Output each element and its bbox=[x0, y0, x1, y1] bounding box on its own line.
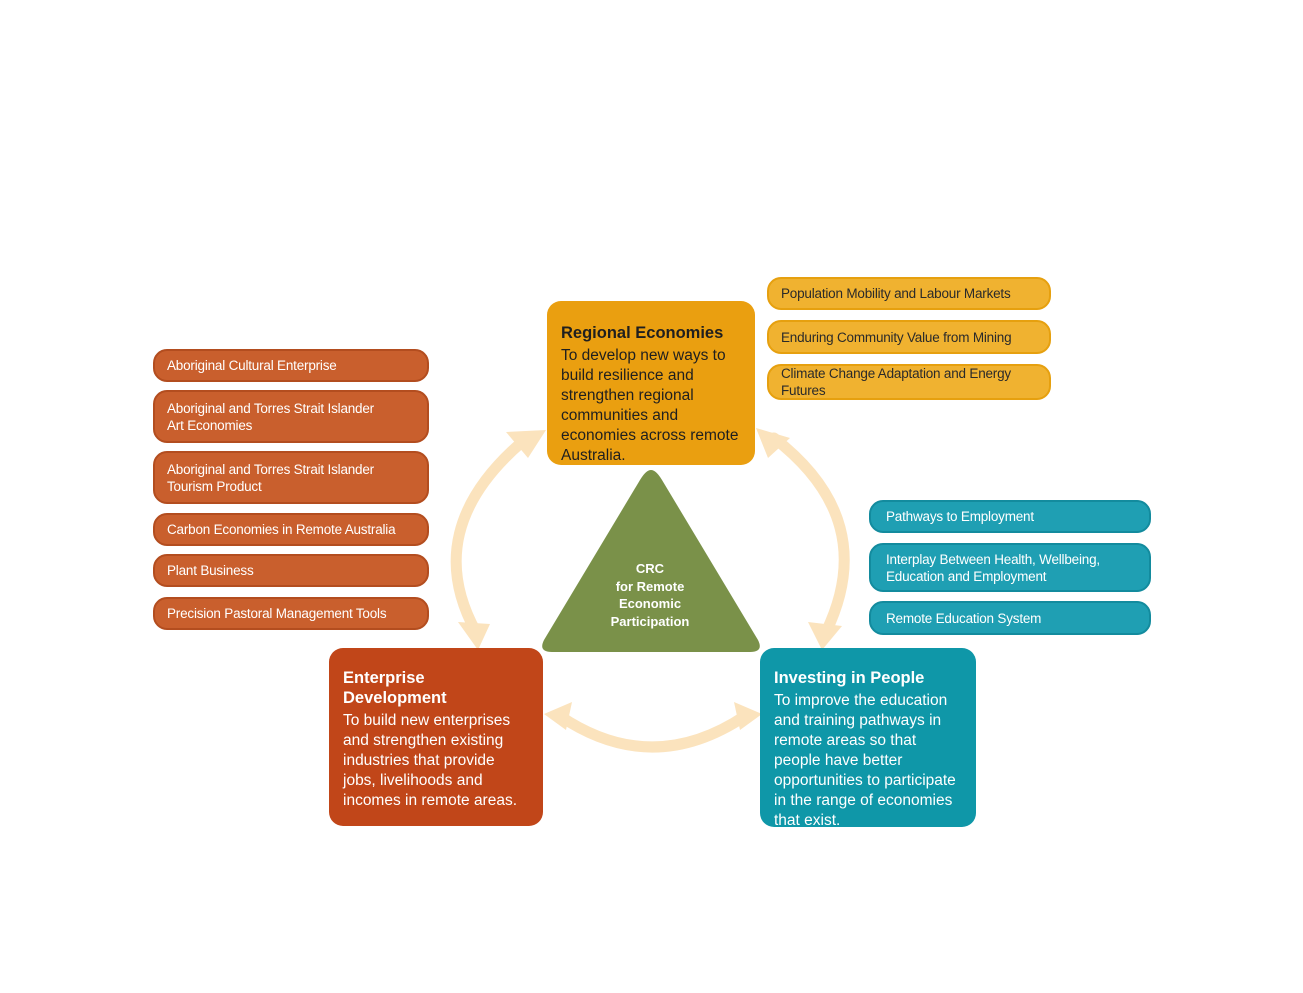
project-item: Plant Business bbox=[153, 554, 429, 587]
arrow-regional-people bbox=[768, 432, 850, 638]
hub-enterprise-development: Enterprise Development To build new ente… bbox=[329, 648, 543, 826]
project-item: Aboriginal and Torres Strait Islander To… bbox=[153, 451, 429, 504]
arrowhead-to-enterprise bbox=[458, 622, 490, 650]
project-item: Climate Change Adaptation and Energy Fut… bbox=[767, 364, 1051, 400]
project-item: Aboriginal Cultural Enterprise bbox=[153, 349, 429, 382]
hub-regional-economies: Regional Economies To develop new ways t… bbox=[547, 301, 755, 465]
project-item: Carbon Economies in Remote Australia bbox=[153, 513, 429, 546]
hub-title: Enterprise Development bbox=[343, 669, 447, 707]
hub-investing-in-people: Investing in People To improve the educa… bbox=[760, 648, 976, 829]
project-item: Pathways to Employment bbox=[869, 500, 1151, 533]
project-item: Remote Education System bbox=[869, 601, 1151, 635]
arrowhead-to-enterprise-bottom bbox=[544, 702, 572, 730]
center-label: CRC for Remote Economic Participation bbox=[610, 561, 690, 629]
project-item: Precision Pastoral Management Tools bbox=[153, 597, 429, 630]
arrowhead-to-regional-left bbox=[506, 430, 546, 458]
arrowhead-to-people-bottom bbox=[734, 702, 762, 730]
arrowhead-to-regional-right bbox=[756, 428, 790, 458]
arrow-enterprise-people bbox=[554, 710, 751, 753]
arrow-regional-enterprise bbox=[450, 436, 528, 638]
project-item: Population Mobility and Labour Markets bbox=[767, 277, 1051, 310]
hub-description: To develop new ways to build resilience … bbox=[561, 347, 739, 464]
hub-title: Investing in People bbox=[774, 669, 925, 687]
project-item: Aboriginal and Torres Strait Islander Ar… bbox=[153, 390, 429, 443]
arrowhead-to-people-top bbox=[808, 622, 842, 650]
project-item: Enduring Community Value from Mining bbox=[767, 320, 1051, 354]
hub-title: Regional Economies bbox=[561, 324, 724, 342]
hub-description: To improve the education and training pa… bbox=[774, 692, 956, 829]
project-item: Interplay Between Health, Wellbeing, Edu… bbox=[869, 543, 1151, 592]
hub-description: To build new enterprises and strengthen … bbox=[343, 712, 518, 809]
